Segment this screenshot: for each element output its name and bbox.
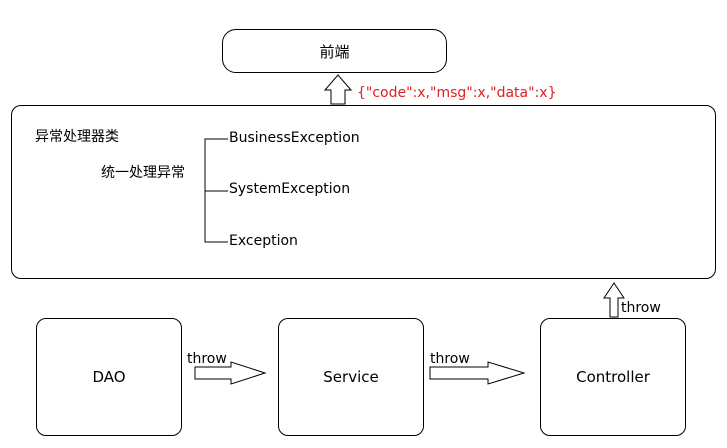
- exception-business: BusinessException: [229, 130, 360, 146]
- dao-label: DAO: [92, 368, 126, 386]
- exception-generic: Exception: [229, 233, 298, 249]
- response-format: {"code":x,"msg":x,"data":x}: [357, 85, 557, 101]
- controller-box: Controller: [540, 318, 686, 436]
- frontend-label: 前端: [319, 42, 350, 61]
- up-arrow-to-frontend: [323, 74, 353, 105]
- dao-box: DAO: [36, 318, 182, 436]
- throw-label-dao: throw: [187, 351, 227, 367]
- service-label: Service: [323, 368, 379, 386]
- handler-title: 异常处理器类: [35, 129, 119, 145]
- throw-label-controller: throw: [621, 300, 661, 316]
- service-box: Service: [278, 318, 424, 436]
- frontend-box: 前端: [222, 29, 447, 73]
- exception-handler-box: [11, 105, 716, 279]
- controller-label: Controller: [576, 368, 650, 386]
- handler-subtitle: 统一处理异常: [101, 165, 185, 181]
- throw-label-service: throw: [430, 351, 470, 367]
- exception-system: SystemException: [229, 181, 351, 197]
